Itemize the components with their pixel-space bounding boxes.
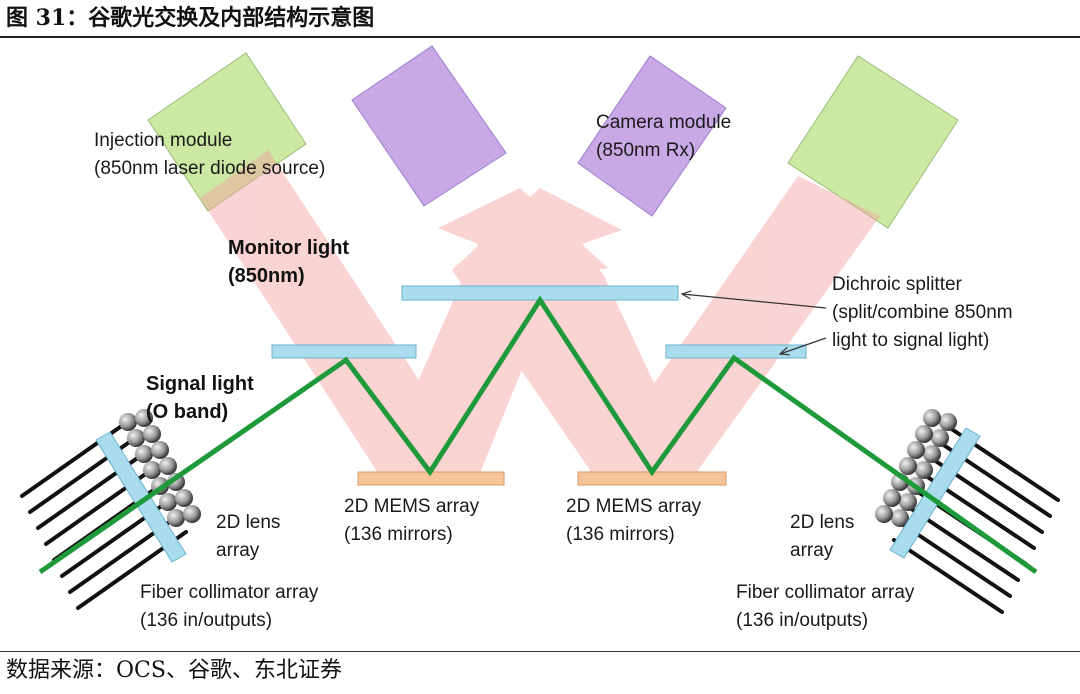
- lens-ball: [183, 505, 201, 523]
- dichroic-label-line1: Dichroic splitter: [832, 274, 963, 295]
- figure-source: 数据来源：OCS、谷歌、东北证券: [6, 658, 342, 683]
- ocs-diagram: Injection module (850nm laser diode sour…: [20, 45, 1060, 631]
- fiber-left-label-line1: Fiber collimator array: [140, 582, 319, 603]
- signal-light-label-line1: Signal light: [146, 373, 254, 395]
- lens-ball: [899, 493, 917, 511]
- lens-right-label-line1: 2D lens: [790, 512, 854, 533]
- beam-center-right-up: [452, 188, 696, 473]
- fiber-right-label-line1: Fiber collimator array: [736, 582, 915, 603]
- lens-right-label-line2: array: [790, 540, 834, 561]
- mems-right-label-line2: (136 mirrors): [566, 524, 675, 545]
- lens-ball: [915, 425, 933, 443]
- mems-left-label-line1: 2D MEMS array: [344, 496, 480, 517]
- fiber-left-1: [20, 418, 132, 498]
- injection-label-line1: Injection module: [94, 130, 232, 151]
- monitor-light-label-line1: Monitor light: [228, 237, 349, 259]
- lens-ball: [883, 489, 901, 507]
- lens-ball: [143, 425, 161, 443]
- lens-ball: [159, 457, 177, 475]
- pointer-arrow-top-splitter: [682, 294, 827, 309]
- injection-right-module: [787, 55, 959, 229]
- lens-ball: [119, 413, 137, 431]
- camera-module: [577, 55, 727, 217]
- lens-ball: [875, 505, 893, 523]
- monitor-light-beams: [200, 150, 880, 473]
- beam-right-down: [592, 176, 880, 473]
- beam-left-down: [200, 150, 480, 473]
- signal-light-path: [38, 295, 1038, 575]
- lens-ball: [175, 489, 193, 507]
- mems-left-label-line2: (136 mirrors): [344, 524, 453, 545]
- lens-ball: [143, 461, 161, 479]
- camera-left-module: [351, 45, 507, 207]
- monitor-light-label-line2: (850nm): [228, 265, 305, 287]
- lens-balls-left: [119, 409, 201, 527]
- lens-left-label-line2: array: [216, 540, 260, 561]
- lens-ball: [151, 441, 169, 459]
- lens-ball: [159, 493, 177, 511]
- lens-ball: [127, 429, 145, 447]
- lens-array-left: [95, 431, 187, 563]
- lens-ball: [923, 445, 941, 463]
- lens-ball: [939, 413, 957, 431]
- dichroic-splitter-right: [665, 344, 807, 359]
- injection-label-line2: (850nm laser diode source): [94, 158, 325, 179]
- dichroic-label-line2: (split/combine 850nm: [832, 302, 1013, 323]
- lens-ball: [135, 409, 153, 427]
- lens-ball: [915, 461, 933, 479]
- lens-ball: [899, 457, 917, 475]
- dichroic-label-line3: light to signal light): [832, 330, 989, 351]
- beam-center-left-up: [378, 188, 608, 473]
- fiber-right-8: [892, 538, 1004, 614]
- figure-title: 图 31：谷歌光交换及内部结构示意图: [6, 5, 375, 31]
- lens-ball: [923, 409, 941, 427]
- lens-left-label-line1: 2D lens: [216, 512, 280, 533]
- lens-ball: [907, 441, 925, 459]
- camera-label-line2: (850nm Rx): [596, 140, 695, 161]
- lens-ball: [931, 429, 949, 447]
- injection-module: [147, 52, 307, 212]
- fiber-right-7: [900, 522, 1012, 598]
- source-rule: [0, 651, 1080, 652]
- pointer-arrow-right-splitter: [780, 337, 827, 354]
- lens-ball: [167, 509, 185, 527]
- camera-label-line1: Camera module: [596, 112, 731, 133]
- signal-light-label-line2: (O band): [146, 401, 228, 423]
- lens-array-right: [889, 427, 981, 559]
- fiber-right-label-line2: (136 in/outputs): [736, 610, 868, 631]
- mems-right-label-line1: 2D MEMS array: [566, 496, 702, 517]
- title-rule: [0, 36, 1080, 38]
- lens-ball: [135, 445, 153, 463]
- dichroic-splitter-left: [271, 344, 417, 359]
- lens-ball: [891, 509, 909, 527]
- fiber-left-label-line2: (136 in/outputs): [140, 610, 272, 631]
- lens-balls-right: [875, 409, 957, 527]
